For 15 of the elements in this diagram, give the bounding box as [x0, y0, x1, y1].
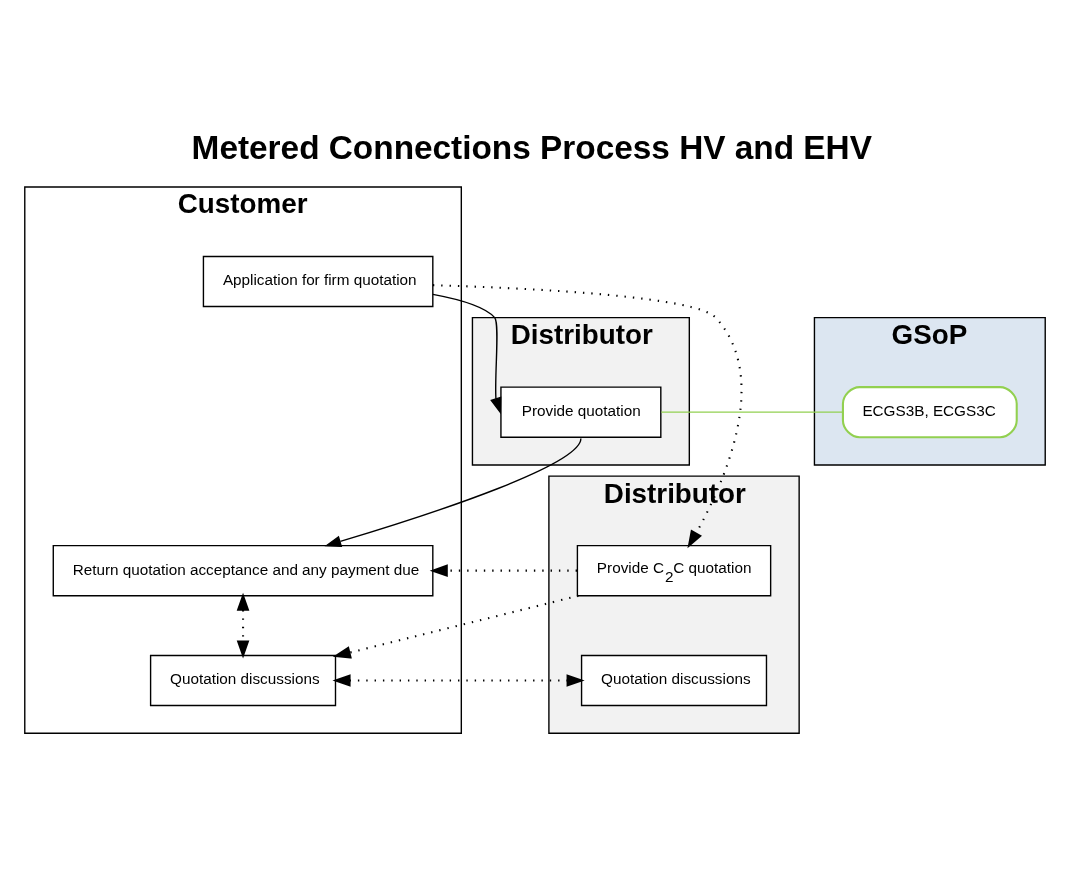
arrow: [432, 293, 502, 414]
diagram-title: Metered Connections Process HV and EHV: [191, 128, 872, 166]
node-box: Quotation discussions: [580, 654, 768, 706]
node-box: ECGS3B, ECGS3C: [841, 385, 1018, 438]
arrow: [332, 594, 579, 659]
arrow: [432, 283, 743, 548]
connector: [660, 410, 844, 413]
arrow: [236, 592, 250, 659]
node-box: Application for firm quotation: [202, 255, 434, 307]
node-box: Return quotation acceptance and any payment due: [52, 544, 434, 596]
node-box: Quotation discussions: [149, 654, 337, 706]
arrow: [324, 437, 582, 547]
arrow: [332, 673, 585, 687]
arrow: [429, 563, 577, 577]
node-box: Provide quotation: [500, 385, 662, 438]
